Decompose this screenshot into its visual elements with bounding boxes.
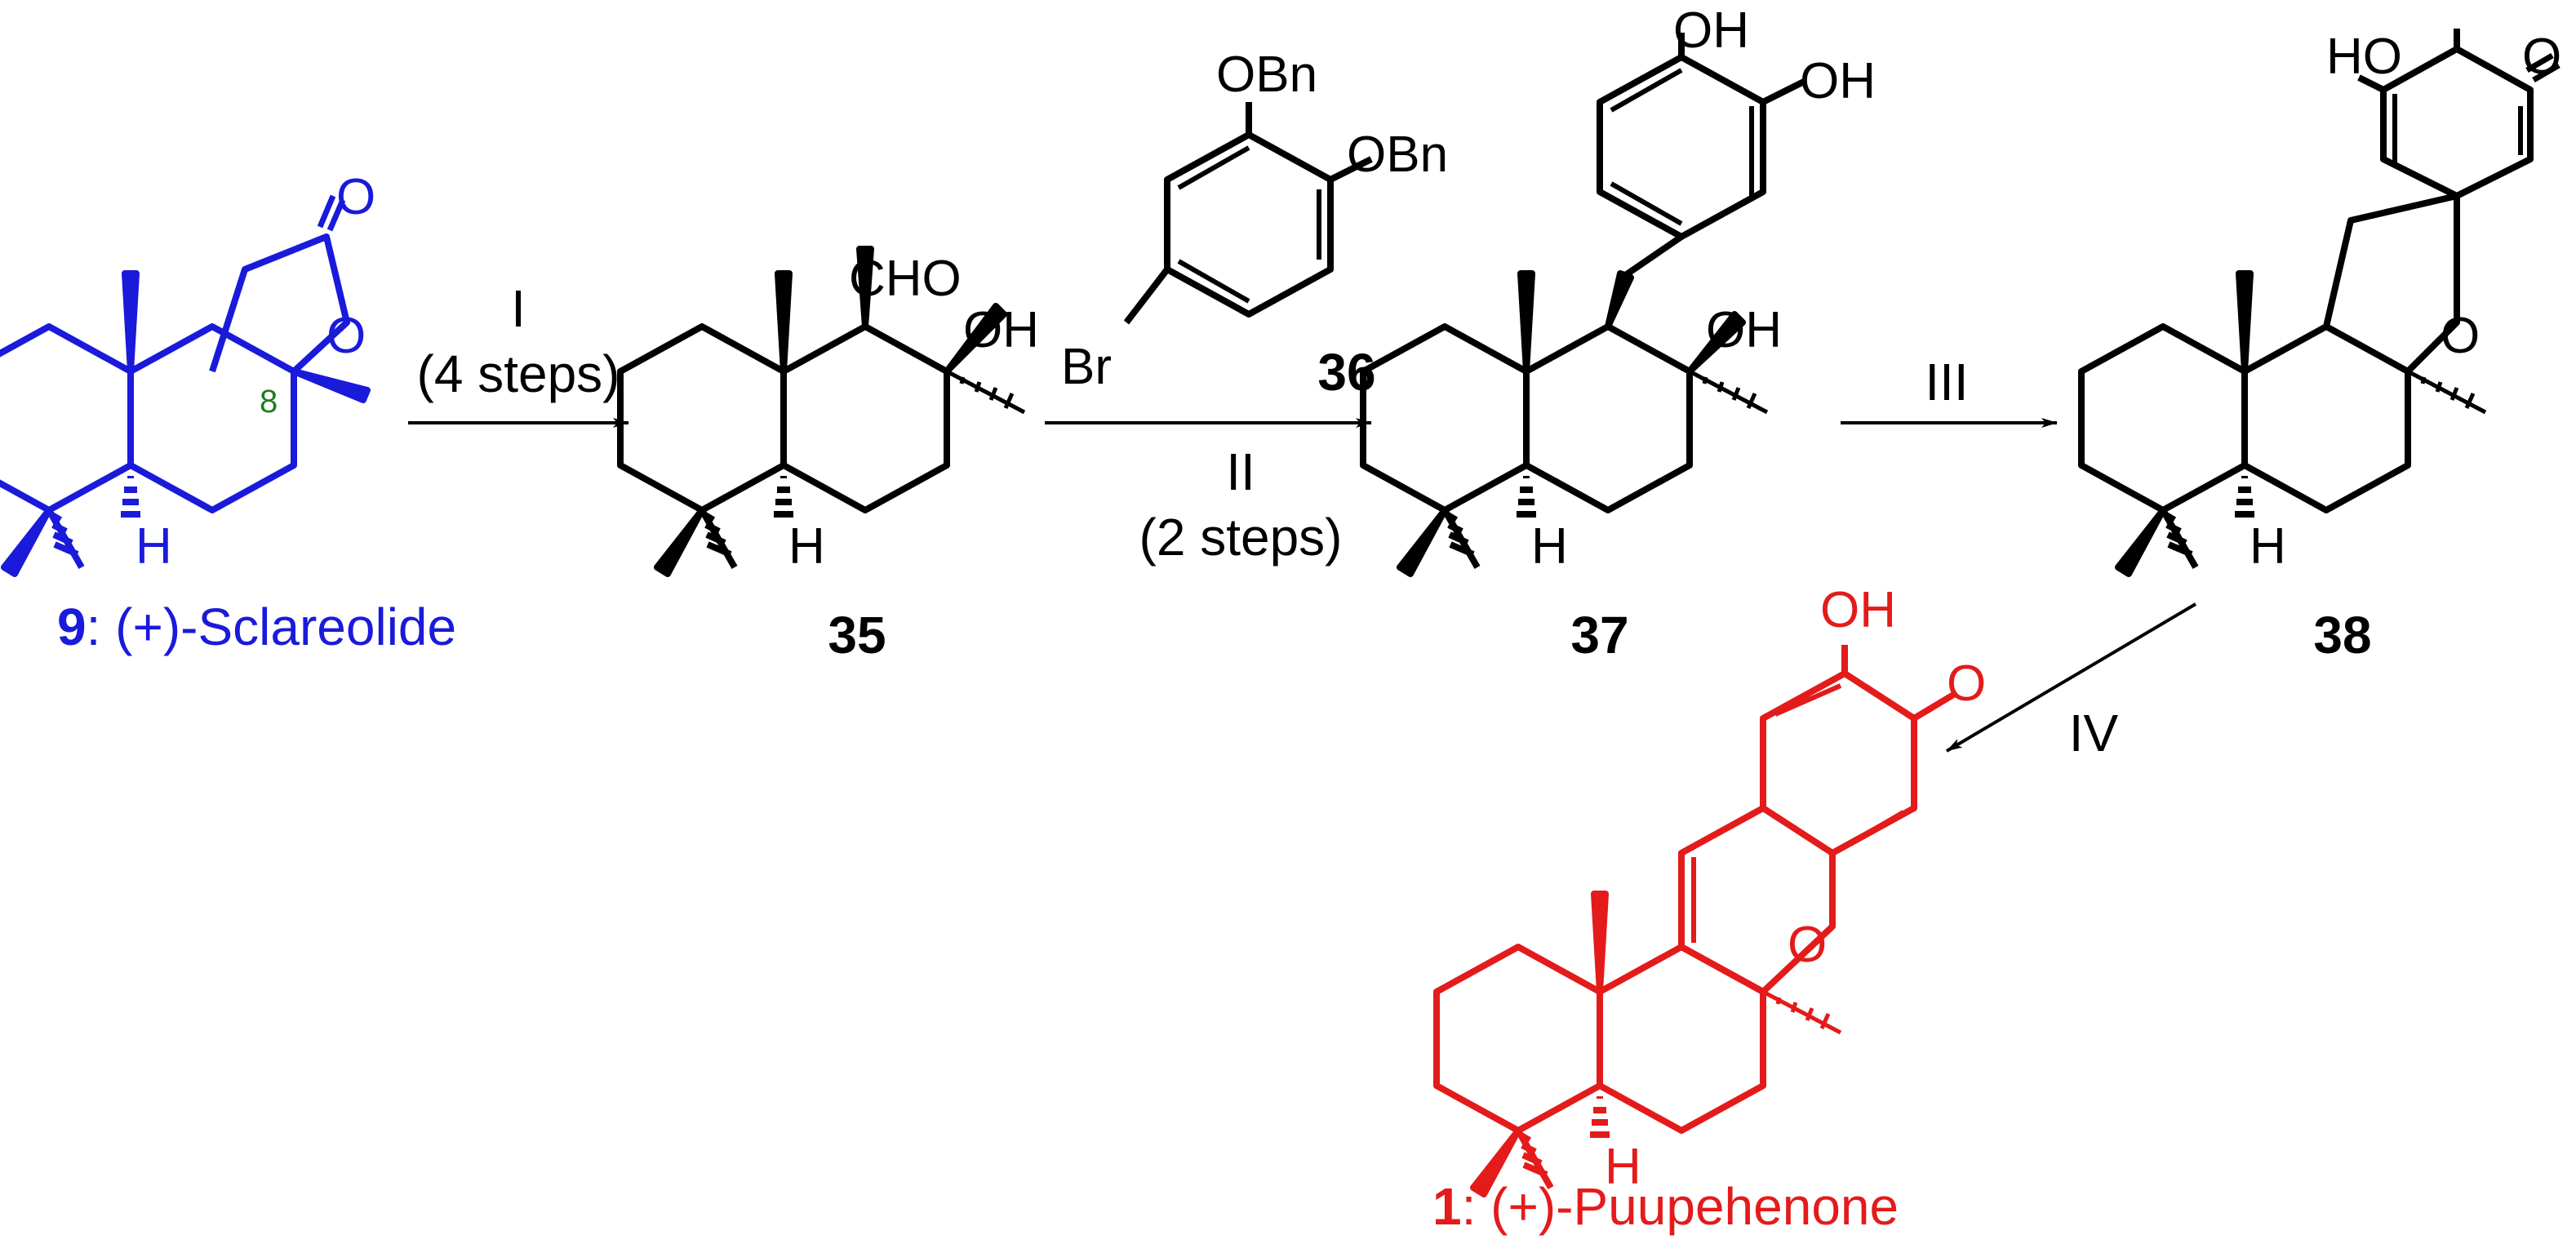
arrow-step-4 (1945, 602, 2197, 753)
c1-ring-o: O (1788, 917, 1827, 973)
c36-obn-right: OBn (1347, 127, 1448, 183)
compound-38-structure (2081, 29, 2560, 574)
c9-number: 9 (57, 598, 87, 656)
c1-label: 1: (+)-Puupehenone (1432, 1177, 1899, 1236)
compound-9-structure (0, 194, 371, 574)
c35-aldehyde: CHO (849, 251, 962, 307)
c37-number: 37 (1570, 606, 1628, 664)
c1-h: H (1605, 1139, 1641, 1195)
step-3-label: III (1925, 353, 1968, 411)
c36-bromo: Br (1061, 339, 1112, 395)
step-2-label: II (1226, 442, 1255, 501)
c9-carbonyl-o: O (336, 169, 375, 225)
c9-label: 9: (+)-Sclareolide (57, 598, 456, 656)
c9-locant: 8 (260, 384, 278, 420)
c38-keto: O (2522, 29, 2561, 85)
c38-number: 38 (2313, 606, 2371, 664)
c9-ring-o: O (326, 308, 366, 364)
compound-36-structure (1123, 102, 1373, 325)
c9-name: : (+)-Sclareolide (87, 598, 457, 656)
step-1-detail: (4 steps) (417, 344, 620, 403)
c35-hydroxyl: OH (963, 302, 1039, 358)
c1-keto: O (1947, 655, 1986, 712)
c38-ring-o: O (2441, 308, 2480, 364)
compound-37-structure (1363, 33, 1805, 574)
c38-ho: HO (2326, 29, 2402, 85)
c37-oh-right: OH (1800, 53, 1876, 109)
step-2-detail: (2 steps) (1139, 508, 1343, 567)
c35-number: 35 (828, 606, 886, 664)
c1-oh: OH (1820, 582, 1896, 638)
compound-1-structure (1437, 645, 1957, 1194)
c36-obn-top: OBn (1216, 47, 1317, 103)
c1-number: 1 (1432, 1177, 1462, 1236)
step-1-label: I (511, 279, 526, 338)
c37-h: H (1531, 518, 1568, 575)
c37-oh-top: OH (1673, 2, 1749, 59)
compound-35-structure (620, 246, 1026, 574)
c38-h: H (2250, 518, 2286, 575)
step-4-label: IV (2069, 704, 2119, 762)
c9-h: H (135, 518, 172, 575)
c1-name: : (+)-Puupehenone (1462, 1177, 1899, 1236)
c37-hydroxyl: OH (1706, 302, 1782, 358)
c35-h: H (788, 518, 825, 575)
